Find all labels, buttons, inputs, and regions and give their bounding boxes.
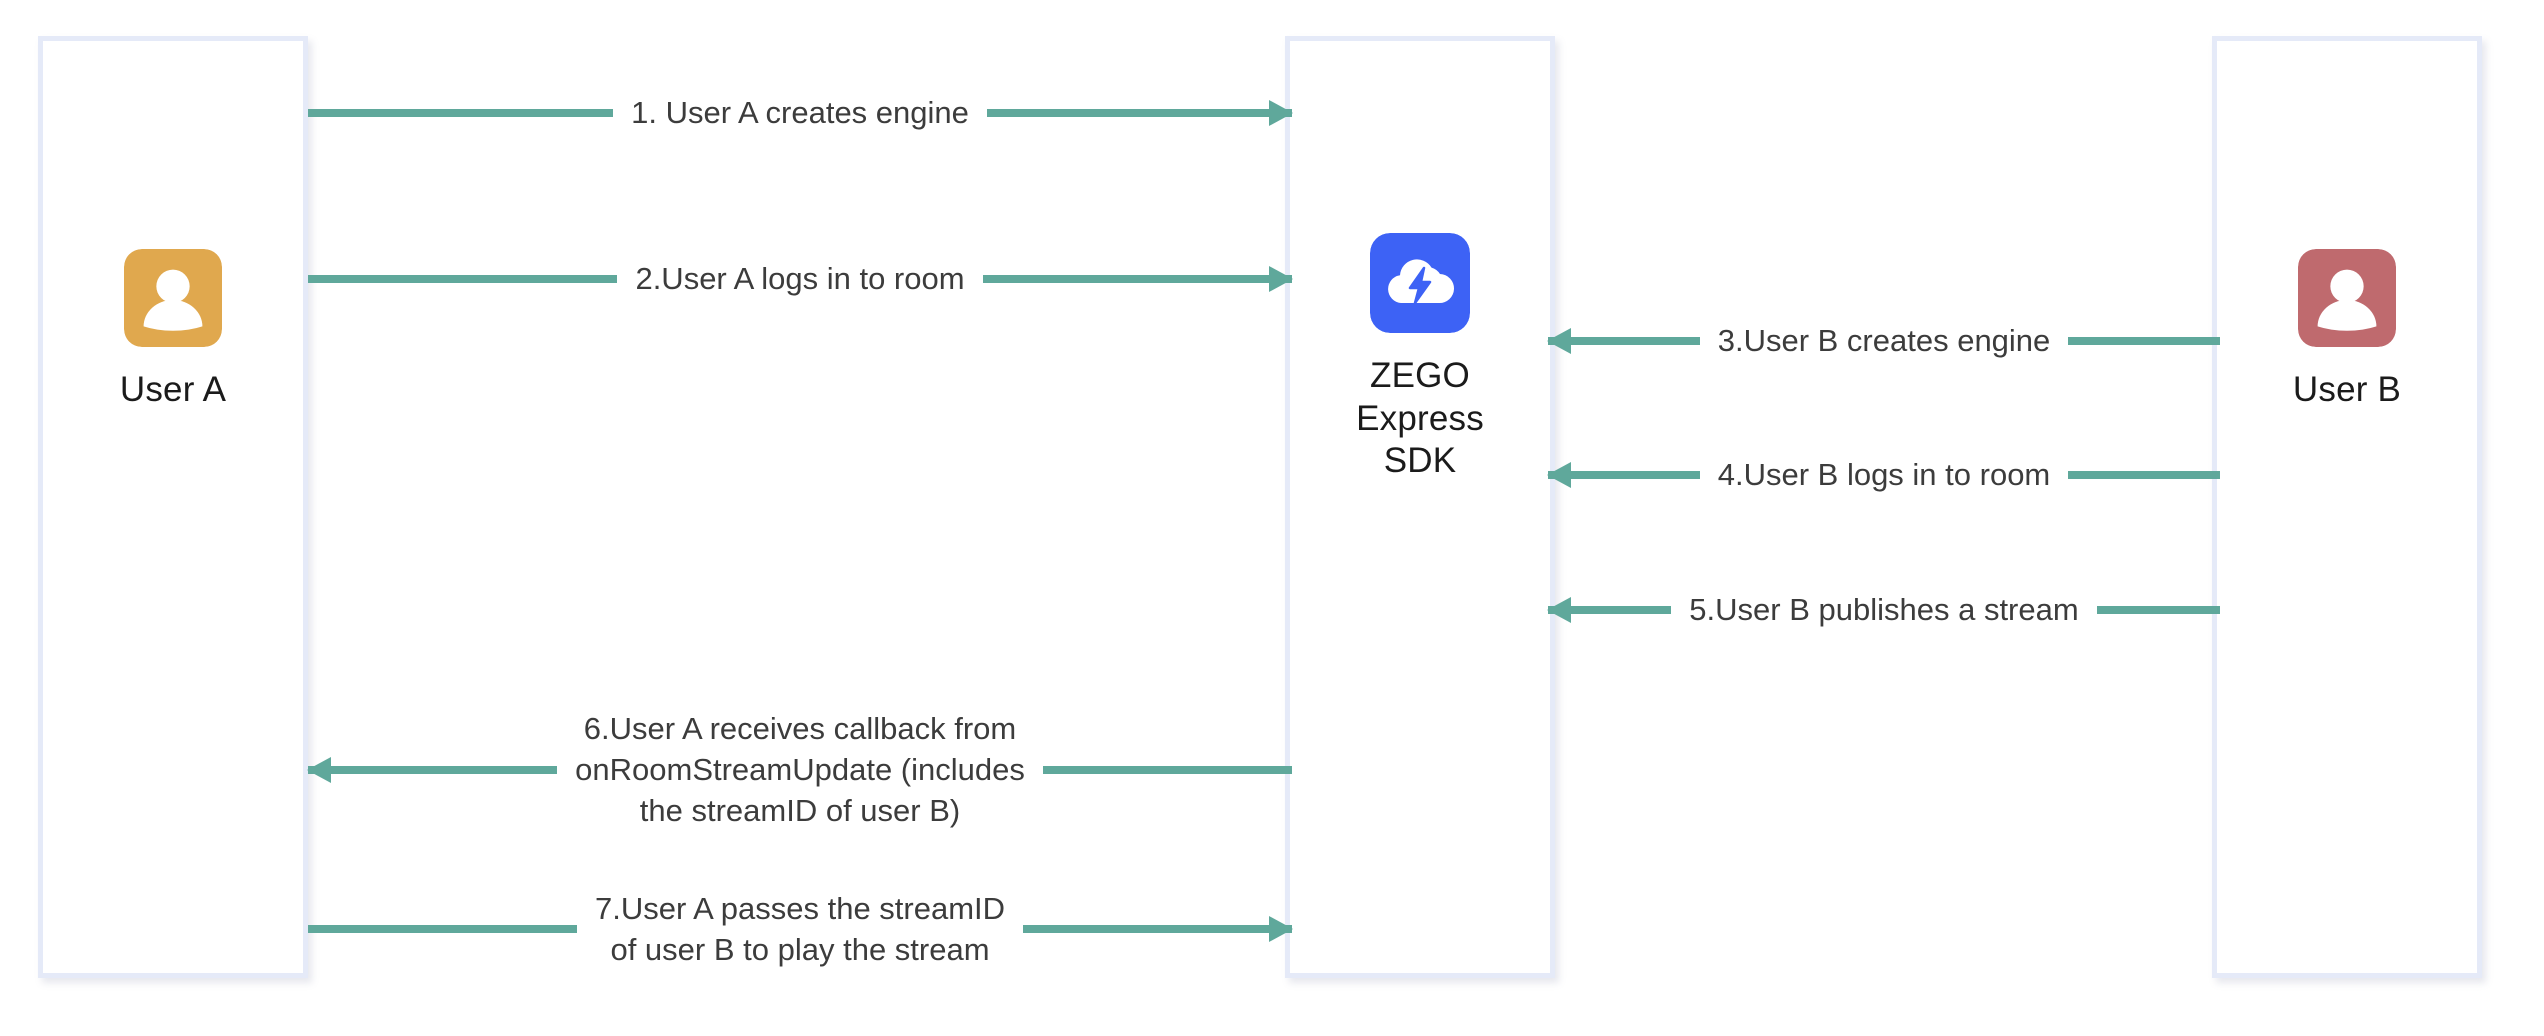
message-label-6: 6.User A receives callback from onRoomSt… xyxy=(575,711,1025,829)
node-user-b: User B xyxy=(2217,249,2477,412)
message-label-3: 3.User B creates engine xyxy=(1717,323,2051,358)
message-arrow-5: 5.User B publishes a stream xyxy=(1547,589,2220,630)
arrowhead-left-icon xyxy=(1547,461,1571,488)
arrowhead-left-icon xyxy=(1547,327,1571,354)
arrowhead-right-icon xyxy=(1269,265,1294,292)
message-arrow-7: 7.User A passes the streamID of user B t… xyxy=(308,888,1294,970)
lane-label-user-a: User A xyxy=(119,370,227,409)
lane-user-a: User A xyxy=(38,36,308,978)
lane-user-b: User B xyxy=(2212,36,2482,978)
lane-label-user-b: User B xyxy=(2292,370,2402,409)
message-label-2: 2.User A logs in to room xyxy=(635,261,965,296)
arrowhead-right-icon xyxy=(1269,916,1294,943)
person-avatar-icon xyxy=(124,249,222,347)
node-zego-express-sdk: ZEGO Express SDK xyxy=(1290,233,1550,483)
arrowhead-left-icon xyxy=(1547,596,1571,623)
lane-label-zego-express-sdk: ZEGO Express SDK xyxy=(1356,356,1484,481)
message-label-1: 1. User A creates engine xyxy=(631,95,969,130)
lane-zego-express-sdk: ZEGO Express SDK xyxy=(1285,36,1555,978)
message-label-5: 5.User B publishes a stream xyxy=(1689,592,2079,627)
message-label-4: 4.User B logs in to room xyxy=(1717,457,2051,492)
arrowhead-right-icon xyxy=(1269,99,1294,126)
message-arrow-2: 2.User A logs in to room xyxy=(308,258,1294,299)
message-arrow-3: 3.User B creates engine xyxy=(1547,320,2221,361)
arrowhead-left-icon xyxy=(307,756,331,783)
zego-cloud-logo-icon xyxy=(1370,233,1470,333)
person-avatar-icon xyxy=(2298,249,2396,347)
message-arrow-1: 1. User A creates engine xyxy=(308,92,1294,133)
message-arrow-6: 6.User A receives callback from onRoomSt… xyxy=(307,708,1293,832)
message-label-7: 7.User A passes the streamID of user B t… xyxy=(594,891,1006,968)
message-arrow-4: 4.User B logs in to room xyxy=(1547,454,2220,495)
node-user-a: User A xyxy=(43,249,303,412)
